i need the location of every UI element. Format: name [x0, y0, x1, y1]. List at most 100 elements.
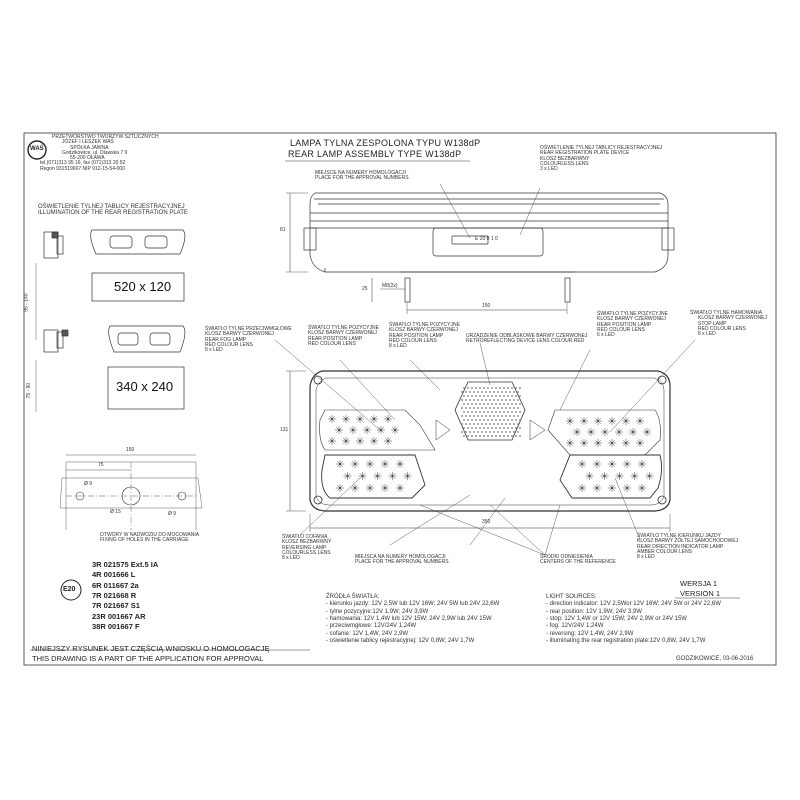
reflector-dot [491, 427, 493, 429]
reflector-dot [505, 415, 507, 417]
reflector-dot [481, 407, 483, 409]
led-star [336, 460, 344, 468]
reflector-dot [495, 435, 497, 437]
reflector-dot [515, 427, 517, 429]
reflector-dot [473, 415, 475, 417]
reflector-dot [497, 399, 499, 401]
reflector-dot [461, 423, 463, 425]
reflector-dot [477, 391, 479, 393]
led-star [351, 484, 359, 492]
reflector-dot [507, 427, 509, 429]
reflector-dot [507, 403, 509, 405]
reflector-dot [497, 407, 499, 409]
light-source-item: - rear position: 12V 1,9W; 24V 3,9W [546, 608, 642, 615]
reflector-dot [463, 419, 465, 421]
reflector-dot [481, 423, 483, 425]
reflector-dot [493, 391, 495, 393]
reflector-dot [519, 395, 521, 397]
reflector-dot [475, 419, 477, 421]
reflector-dot [513, 407, 515, 409]
footer-english: THIS DRAWING IS A PART OF THE APPLICATIO… [32, 654, 264, 663]
reflector-dot [491, 419, 493, 421]
reflector-dot [503, 427, 505, 429]
reflector-dot [513, 415, 515, 417]
led-star [636, 417, 644, 425]
reflector-dot [499, 427, 501, 429]
reflector-dot [505, 391, 507, 393]
reflector-dot [489, 415, 491, 417]
led-star [623, 484, 631, 492]
led-star [373, 472, 382, 480]
led-star [363, 426, 371, 434]
reflector-dot [487, 387, 489, 389]
hole-small-a-label: Ø 9 [84, 481, 93, 487]
reflector-dot [505, 399, 507, 401]
company-info: PRZETWÓRSTWO TWORZYW SZTUCZNYCH JÓZEF I … [30, 134, 159, 172]
reflector-dot [515, 419, 517, 421]
reflector-dot [499, 435, 501, 437]
reflector-dot [507, 419, 509, 421]
led-star [623, 460, 631, 468]
plate-size-large: 340 x 240 [116, 379, 174, 394]
led-star [594, 439, 602, 447]
company-line: PRZETWÓRSTWO TWORZYW SZTUCZNYCH [52, 134, 159, 140]
reflector-dot [509, 399, 511, 401]
label-position-lamp-a: ŚWIATŁO TYLNE POZYCYJNE KLOSZ BARWY CZER… [308, 325, 379, 347]
led-star [358, 472, 367, 480]
company-line: 55-200 OŁAWA [70, 155, 105, 161]
dim-top-width: 150 [482, 303, 491, 309]
reflector-dot [471, 395, 473, 397]
reflector-dot [511, 411, 513, 413]
led-star [608, 484, 616, 492]
reflector-dot [507, 411, 509, 413]
reflector-dot [501, 391, 503, 393]
reflector-dot [475, 395, 477, 397]
reflector-dot [485, 391, 487, 393]
led-star [335, 426, 343, 434]
bolt-label: M8(2x) [382, 283, 398, 289]
reflector-dot [479, 427, 481, 429]
company-line: SPÓŁKA JAWNA [70, 144, 109, 151]
reflector-dot [519, 435, 521, 437]
label-position-lamp-b: ŚWIATŁO TYLNE POZYCYJNE KLOSZ BARWY CZER… [389, 322, 460, 349]
reflector-dot [509, 423, 511, 425]
reflector-dot [483, 419, 485, 421]
reflector-dot [515, 411, 517, 413]
reflector-dot [515, 395, 517, 397]
e20-approval-mark [60, 579, 82, 601]
light-source-item: - kierunku jazdy: 12V 2,5W lub 12V 16W; … [326, 601, 500, 608]
reflector-dot [509, 431, 511, 433]
reflector-dot [489, 391, 491, 393]
led-star [381, 484, 389, 492]
reflector-dot [487, 411, 489, 413]
reflector-dot [463, 387, 465, 389]
reflector-dot [465, 399, 467, 401]
led-star [366, 460, 374, 468]
reflector-dot [491, 395, 493, 397]
led-star [630, 472, 639, 480]
reflector-dot [481, 399, 483, 401]
reflector-dot [483, 387, 485, 389]
reflector-dot [495, 395, 497, 397]
reflector-dot [503, 419, 505, 421]
reflector-dot [519, 411, 521, 413]
reflector-dot [483, 427, 485, 429]
reflector-dot [475, 411, 477, 413]
lamp-front-view [274, 339, 696, 556]
dim-mount-half: 75 [98, 462, 104, 468]
reflector-dot [487, 403, 489, 405]
reflector-dot [507, 435, 509, 437]
led-star [638, 460, 646, 468]
reflector-dot [481, 431, 483, 433]
reflector-dot [465, 407, 467, 409]
hole-large-label: Ø 15 [110, 509, 121, 515]
led-star [601, 428, 609, 436]
approval-code: 6R 011667 2a [92, 580, 139, 590]
led-star [629, 428, 637, 436]
reflector-dot [493, 407, 495, 409]
reflector-dot [513, 391, 515, 393]
plate-marking-text: E 20 0 1 0 [475, 236, 498, 242]
led-star [566, 417, 574, 425]
reflector-dot [501, 399, 503, 401]
